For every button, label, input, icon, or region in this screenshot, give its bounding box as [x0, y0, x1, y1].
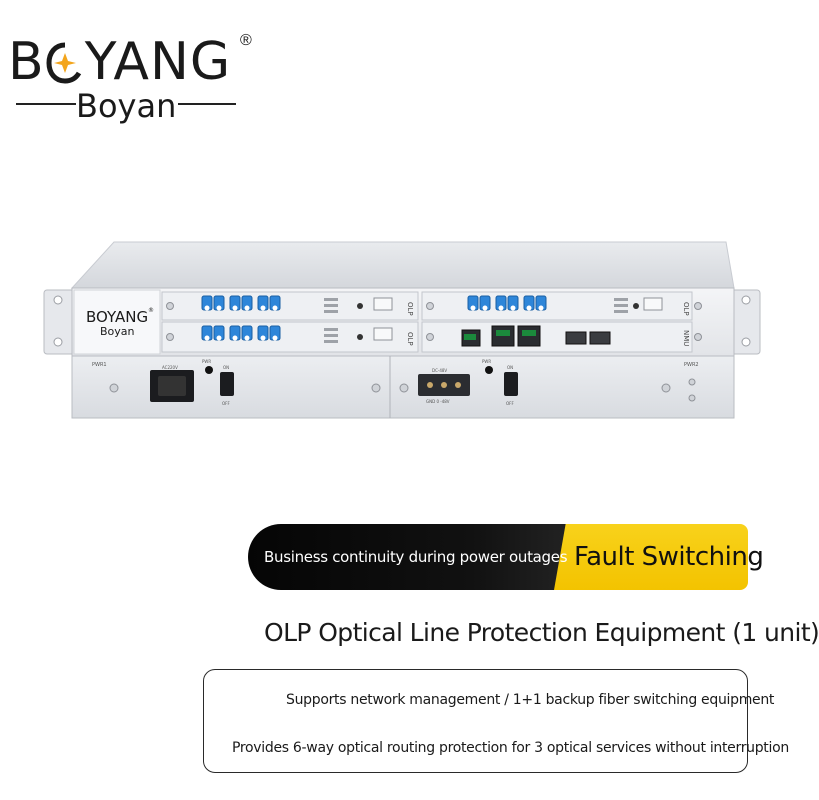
- logo-rule-left: [16, 103, 76, 105]
- psu1-switch[interactable]: [220, 372, 234, 396]
- front-registered: ®: [148, 307, 154, 314]
- psu2-on-label: ON: [507, 365, 513, 370]
- psu2-pwr-label: PWR: [482, 359, 491, 364]
- sfp-port-icon: [565, 331, 587, 345]
- psu1-on-label: ON: [223, 365, 229, 370]
- sfp-port-icon: [589, 331, 611, 345]
- led-icon: [357, 334, 363, 340]
- psu2-label: PWR2: [684, 362, 699, 368]
- brand-subtitle: Boyan: [76, 87, 177, 125]
- dc-label: DC-48V: [432, 368, 447, 373]
- chassis-svg: BOYANG ® Boyan: [43, 241, 761, 419]
- psu2-switch[interactable]: [504, 372, 518, 396]
- screw-icon: [109, 383, 119, 393]
- feature-banner: Business continuity during power outages…: [248, 524, 764, 590]
- screw-icon: [694, 333, 702, 341]
- psu2-off-label: OFF: [506, 401, 514, 406]
- registered-mark: ®: [240, 32, 252, 49]
- star-shape: [53, 53, 76, 73]
- brand-star-svg: [46, 42, 81, 84]
- banner-right-text: Fault Switching: [574, 542, 764, 572]
- feature-line-2: Provides 6-way optical routing protectio…: [232, 740, 789, 756]
- module-label-olp-1: OLP: [406, 302, 414, 316]
- screw-icon: [694, 302, 702, 310]
- dc-terms: GND 0 -48V: [426, 399, 450, 404]
- module-label-olp-3: OLP: [406, 332, 414, 346]
- brand-wordmark: B YANG: [8, 32, 231, 92]
- banner-gold-section: [554, 524, 748, 590]
- lc-port-group-3: [201, 325, 281, 341]
- lc-port-group-2: [467, 295, 547, 311]
- ac-label: AC220V: [162, 365, 178, 370]
- screw-icon: [688, 378, 696, 386]
- olp-chassis-image: BOYANG ® Boyan: [43, 241, 761, 422]
- screw-icon: [426, 302, 434, 310]
- front-brand-area: [73, 289, 161, 355]
- brand-star-icon: [46, 36, 83, 84]
- screw-icon: [166, 302, 174, 310]
- module-label-olp-2: OLP: [682, 302, 690, 316]
- brand-letter-b: B: [8, 32, 45, 92]
- ear-hole-icon: [741, 337, 751, 347]
- ear-hole-icon: [53, 295, 63, 305]
- product-title: OLP Optical Line Protection Equipment (1…: [264, 618, 819, 647]
- psu1-off-label: OFF: [222, 401, 230, 406]
- psu1-pwr-label: PWR: [202, 359, 211, 364]
- front-brand: BOYANG: [86, 308, 148, 326]
- feature-box: Supports network management / 1+1 backup…: [203, 669, 789, 773]
- psu1-led-icon: [205, 366, 213, 374]
- led-icon: [633, 303, 639, 309]
- lc-port-group-1: [201, 295, 281, 311]
- feature-line-1: Supports network management / 1+1 backup…: [286, 692, 775, 708]
- brand-letters-yang: YANG: [84, 32, 232, 92]
- logo-rule-right: [178, 103, 236, 105]
- nmu-ports: [461, 325, 611, 347]
- screw-icon: [661, 383, 671, 393]
- screw-icon: [688, 394, 696, 402]
- led-icon: [357, 303, 363, 309]
- screw-icon: [166, 333, 174, 341]
- brand-logo: B YANG ® Boyan: [8, 28, 258, 138]
- psu1-label: PWR1: [92, 362, 107, 368]
- ear-hole-icon: [53, 337, 63, 347]
- psu2-led-icon: [485, 366, 493, 374]
- screw-icon: [371, 383, 381, 393]
- front-subtitle: Boyan: [100, 325, 135, 338]
- chassis-lid: [70, 241, 735, 289]
- banner-dark-section: [248, 524, 568, 590]
- screw-icon: [426, 333, 434, 341]
- banner-left-text: Business continuity during power outages: [264, 548, 568, 566]
- module-label-nmu: NMU: [682, 330, 690, 346]
- ear-hole-icon: [741, 295, 751, 305]
- screw-icon: [399, 383, 409, 393]
